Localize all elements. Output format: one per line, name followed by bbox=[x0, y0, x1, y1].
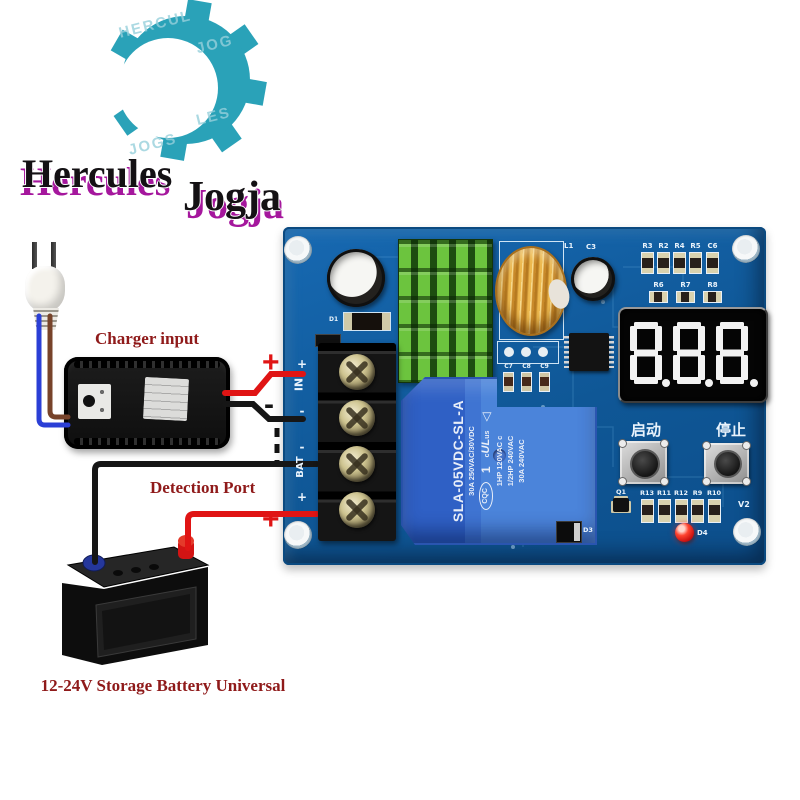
transistor-q1: Q1 bbox=[613, 489, 629, 512]
terminal-label-bat-minus: - bbox=[299, 440, 305, 454]
resistor-unit: R6 bbox=[649, 282, 668, 303]
detection-port-caption: Detection Port bbox=[150, 478, 256, 497]
start-button-label: 启动 bbox=[630, 421, 661, 439]
terminal-screw[interactable] bbox=[339, 492, 375, 528]
d3-label: D3 bbox=[583, 526, 593, 534]
resistor-unit: R13 bbox=[640, 490, 654, 523]
terminal-screw[interactable] bbox=[339, 354, 375, 390]
relay-cert-number: 1 bbox=[478, 466, 493, 474]
plug-prong bbox=[32, 242, 37, 269]
capacitor-unit: C7 bbox=[503, 364, 514, 392]
relay-dimple bbox=[493, 449, 506, 462]
mounting-hole bbox=[732, 235, 760, 263]
terminal-block bbox=[318, 343, 396, 541]
relay-rating: 1HP 120VAC c bbox=[495, 435, 505, 487]
terminal-label-in-minus: - bbox=[299, 404, 305, 418]
relay-model: SLA-05VDC-SL-A bbox=[449, 399, 466, 523]
diode-d1 bbox=[343, 312, 391, 331]
brand-name-primary: Hercules bbox=[22, 151, 173, 196]
terminal-label-bat: BAT bbox=[295, 456, 306, 478]
terminal-screw[interactable] bbox=[339, 400, 375, 436]
stop-button[interactable] bbox=[702, 441, 751, 486]
plus-symbol-in: + bbox=[262, 346, 280, 379]
resistor-unit: R5 bbox=[689, 243, 702, 274]
pcb-board: C3 D1 L1 R3 R2 R4 R5 C6 bbox=[283, 227, 768, 565]
capacitor-unit: C6 bbox=[706, 243, 719, 274]
terminal-label-bat-plus: + bbox=[296, 490, 308, 504]
power-plug bbox=[25, 266, 65, 312]
charger-ridge bbox=[74, 361, 220, 368]
start-button[interactable] bbox=[618, 439, 669, 486]
charger-label-sticker bbox=[142, 376, 190, 422]
capacitor-unit: C8 bbox=[521, 364, 532, 392]
seven-segment-display bbox=[618, 307, 768, 403]
plus-symbol-bat: + bbox=[262, 503, 280, 536]
d1-label: D1 bbox=[329, 316, 339, 323]
relay-rating: 30A 250VAC/30VDC bbox=[466, 426, 476, 496]
battery-negative-terminal bbox=[82, 554, 106, 572]
charger-adapter bbox=[64, 357, 230, 449]
resistor-unit: R10 bbox=[707, 490, 721, 523]
minus-symbol-in: - bbox=[264, 388, 274, 421]
heatsink bbox=[398, 239, 493, 383]
resistor-unit: R9 bbox=[691, 490, 704, 523]
capacitor-c1 bbox=[327, 249, 385, 307]
plug-strain-relief bbox=[33, 308, 59, 330]
resistor-unit: R4 bbox=[673, 243, 686, 274]
c3-label: C3 bbox=[586, 243, 597, 251]
solder-pads bbox=[497, 341, 559, 364]
charger-socket bbox=[83, 395, 95, 407]
brand-name-secondary: Jogja bbox=[183, 174, 281, 220]
cqc-logo-icon: CQC bbox=[479, 482, 494, 510]
battery-caption: 12-24V Storage Battery Universal bbox=[40, 676, 286, 695]
terminal-label-in: IN bbox=[292, 377, 306, 392]
mounting-hole bbox=[733, 518, 761, 546]
relay-rating: 1/2HP 240VAC bbox=[506, 435, 516, 487]
triangle-cert-icon: ◁ bbox=[479, 412, 494, 422]
diode-d3 bbox=[556, 521, 582, 543]
capacitor-unit: C9 bbox=[539, 364, 550, 392]
charger-socket-panel bbox=[78, 384, 111, 419]
plug-prong bbox=[51, 242, 56, 269]
capacitor-c3 bbox=[571, 257, 615, 301]
relay-markings: SLA-05VDC-SL-A 30A 250VAC/30VDC CQC 1 cU… bbox=[413, 386, 563, 536]
resistor-unit: R12 bbox=[674, 490, 688, 523]
terminal-label-in-plus: + bbox=[296, 357, 308, 371]
resistor-unit: R3 bbox=[641, 243, 654, 274]
resistor-unit: R8 bbox=[703, 282, 722, 303]
charger-ridge bbox=[74, 438, 220, 445]
relay-rating: 30A 240VAC bbox=[516, 439, 526, 483]
resistor-unit: R11 bbox=[657, 490, 671, 523]
ul-logo-icon: cULus bbox=[480, 430, 493, 458]
mounting-hole bbox=[284, 236, 312, 264]
storage-battery bbox=[62, 535, 210, 665]
l1-label: L1 bbox=[564, 242, 574, 250]
resistor-unit: R7 bbox=[676, 282, 695, 303]
terminal-screw[interactable] bbox=[339, 446, 375, 482]
gear-logo-icon bbox=[110, 0, 267, 161]
display-digits bbox=[630, 322, 758, 387]
ic-chip bbox=[564, 333, 614, 371]
d4-label: D4 bbox=[697, 529, 708, 537]
stop-button-label: 停止 bbox=[715, 421, 746, 439]
led-d4 bbox=[675, 523, 694, 542]
mounting-hole bbox=[284, 521, 312, 549]
v2-label: V2 bbox=[738, 500, 750, 509]
charger-input-caption: Charger input bbox=[95, 329, 200, 348]
resistor-unit: R2 bbox=[657, 243, 670, 274]
